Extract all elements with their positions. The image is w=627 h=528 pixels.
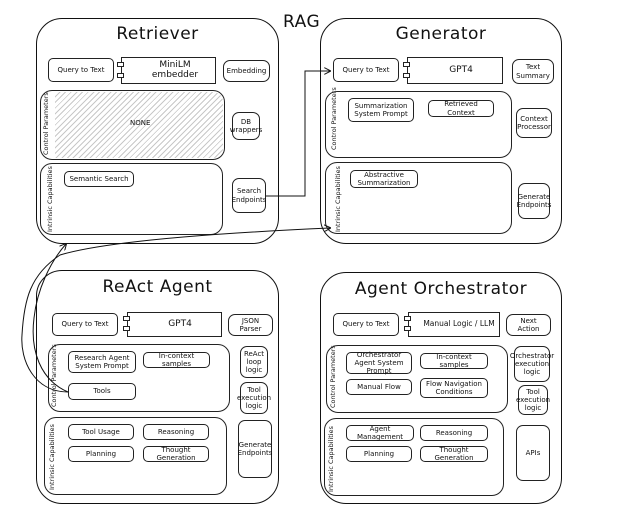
component-tab-icon [123,326,130,331]
react-control-label: Control Parameters [50,344,58,407]
orchestrator-control-label: Control Parameters [329,345,337,408]
orchestrator-query-to-text: Query to Text [333,313,399,336]
retriever-embedding: Embedding [223,60,270,82]
orchestrator-intrinsic-label: Intrinsic Capabilities [327,426,335,492]
orchestrator-planning: Planning [346,446,412,462]
orchestrator-flow-conditions: Flow Navigation Conditions [420,378,488,398]
react-generate-endpoints: Generate Endpoints [238,420,272,478]
react-agent-title: ReAct Agent [102,277,213,297]
generator-context-processor: Context Processor [516,108,552,138]
retriever-control-label: Control Parameters [42,92,50,155]
component-tab-icon [123,316,130,321]
react-intrinsic-label: Intrinsic Capabilities [48,424,56,490]
react-query-to-text: Query to Text [52,313,118,336]
react-in-context-samples: In-context samples [143,352,210,368]
react-tool-exec-logic: Tool execution logic [237,382,271,414]
generator-generate-endpoints: Generate Endpoints [517,183,551,219]
generator-model-component [407,57,503,84]
orchestrator-system-prompt: Orchestrator Agent System Prompt [346,351,412,375]
retriever-title: Retriever [116,24,199,44]
react-loop-logic: ReAct loop logic [240,346,268,378]
generator-title: Generator [395,24,487,44]
retriever-intrinsic-label: Intrinsic Capabilities [46,166,54,232]
retriever-search-endpoints: Search Endpoints [232,178,266,213]
orchestrator-execution-logic: Orchestrator execution logic [510,346,554,382]
generator-summarization-prompt: Summarization System Prompt [348,98,414,122]
react-model-label: GPT4 [168,318,192,329]
generator-text-summary: Text Summary [512,59,554,84]
react-json-parser: JSON Parser [228,314,273,336]
react-reasoning: Reasoning [143,424,209,440]
generator-query-to-text: Query to Text [333,58,399,82]
retriever-db-wrappers: DB wrappers [230,112,262,140]
generator-control-label: Control Parameters [330,87,338,150]
retriever-query-to-text: Query to Text [48,58,114,82]
retriever-embedder-label: MiniLM embedder [151,59,199,80]
component-tab-icon [404,316,411,321]
generator-intrinsic-label: Intrinsic Capabilities [334,166,342,232]
react-tool-usage: Tool Usage [68,424,134,440]
rag-label: RAG [283,12,321,32]
react-thought-generation: Thought Generation [143,446,209,462]
component-tab-icon [403,62,410,67]
generator-retrieved-context: Retrieved Context [428,100,494,117]
orchestrator-reasoning: Reasoning [420,425,488,441]
component-tab-icon [117,62,124,67]
react-planning: Planning [68,446,134,462]
orchestrator-model-component [408,312,500,337]
component-tab-icon [403,73,410,78]
orchestrator-thought-generation: Thought Generation [420,446,488,462]
component-tab-icon [404,326,411,331]
orchestrator-manual-flow: Manual Flow [346,379,412,395]
retriever-none-label: NONE [130,119,151,127]
orchestrator-agent-management: Agent Management [346,425,414,441]
orchestrator-apis: APIs [516,425,550,481]
generator-model-label: GPT4 [449,64,473,75]
component-tab-icon [117,73,124,78]
react-tools: Tools [68,383,136,400]
retriever-none-area [55,92,223,158]
orchestrator-tool-exec-logic: Tool execution logic [516,385,550,415]
orchestrator-next-action: Next Action [506,314,551,336]
react-research-prompt: Research Agent System Prompt [68,351,136,373]
retriever-embedder-component [121,57,216,84]
orchestrator-in-context-samples: In-context samples [420,353,488,369]
generator-abstractive-summarization: Abstractive Summarization [350,170,418,188]
orchestrator-model-label: Manual Logic / LLM [423,319,495,329]
retriever-semantic-search: Semantic Search [64,171,134,187]
orchestrator-title: Agent Orchestrator [354,279,528,299]
